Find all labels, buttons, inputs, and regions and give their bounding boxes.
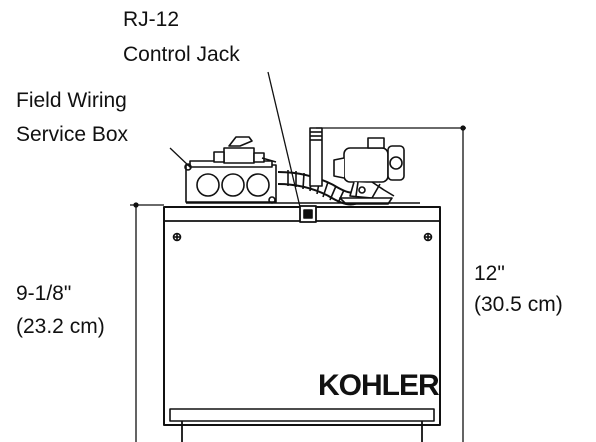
screw-icon: [172, 232, 182, 242]
kohler-logo: KOHLER: [318, 369, 440, 402]
dimension-left: [130, 202, 164, 442]
field-wiring-service-box: [184, 136, 277, 204]
dimension-right-label-line2: (30.5 cm): [474, 293, 563, 316]
rj12-label-line2: Control Jack: [123, 43, 240, 66]
vent-pipe: [309, 127, 323, 187]
field-wiring-label-line2: Service Box: [16, 123, 129, 146]
rj12-control-jack: [299, 205, 317, 223]
dimension-right: [316, 125, 466, 442]
field-wiring-label-line1: Field Wiring: [16, 89, 127, 112]
dimension-left-label-line2: (23.2 cm): [16, 315, 105, 338]
screw-icon: [423, 232, 433, 242]
dimension-left-label-line1: 9-1/8": [16, 282, 72, 305]
rj12-label-line1: RJ-12: [123, 8, 180, 31]
motor-assembly: [333, 137, 405, 205]
leader-line: [169, 71, 301, 208]
cabinet: [163, 206, 441, 442]
dimension-right-label-line1: 12": [474, 262, 505, 285]
